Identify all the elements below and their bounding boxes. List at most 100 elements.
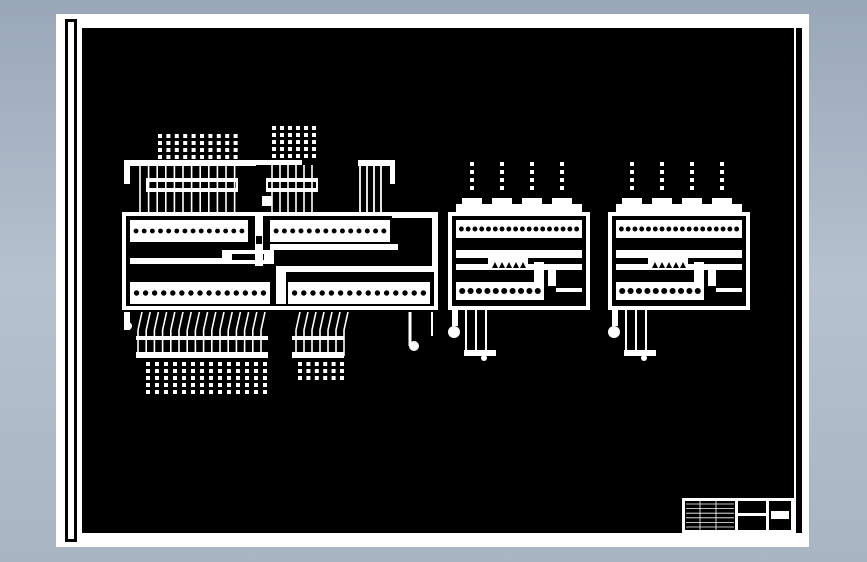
terminal-screw: [318, 289, 326, 297]
label-glyph: [304, 133, 308, 137]
label-glyph: [208, 141, 213, 145]
expansion-module-1: [448, 162, 590, 361]
terminal-screw: [659, 226, 665, 232]
terminal-screw: [222, 227, 230, 235]
label-glyph: [298, 362, 302, 366]
label-glyph: [720, 162, 724, 166]
terminal-screw: [214, 227, 221, 235]
led-row: [648, 258, 688, 268]
terminal-screw: [734, 226, 740, 232]
label-glyph: [191, 390, 195, 394]
label-glyph: [182, 376, 186, 380]
label-glyph: [500, 178, 504, 182]
label-glyph: [158, 134, 162, 138]
label-glyph: [233, 155, 238, 159]
wire-drop: [124, 160, 130, 184]
label-glyph: [218, 376, 222, 380]
terminal-screw: [506, 226, 512, 232]
wire: [343, 311, 349, 331]
label-glyph: [304, 147, 308, 151]
connector: [522, 198, 542, 208]
wire: [194, 311, 201, 331]
label-glyph: [560, 186, 564, 190]
label-glyph: [272, 126, 276, 130]
connector-row: [456, 204, 582, 212]
wire: [335, 311, 341, 331]
label-glyph: [183, 155, 188, 159]
indicator-led: [506, 262, 512, 268]
terminal-screw: [644, 287, 651, 295]
terminal-screw: [475, 287, 483, 295]
label-glyph: [182, 369, 186, 373]
label-glyph: [280, 126, 284, 130]
connector: [622, 198, 642, 208]
wire-drop: [390, 160, 395, 184]
terminal-screw: [666, 226, 672, 232]
label-glyph: [470, 170, 474, 174]
label-glyph: [174, 155, 179, 159]
label-glyph: [254, 369, 258, 373]
label-glyph: [470, 162, 474, 166]
wire: [186, 311, 192, 331]
label-glyph: [245, 383, 249, 387]
terminal-screw: [132, 227, 140, 235]
terminal-screw: [519, 226, 525, 232]
terminal-screw: [380, 227, 388, 235]
wire: [178, 311, 184, 331]
terminal-lug: [481, 355, 487, 361]
label-glyph: [331, 362, 336, 366]
label-glyph: [306, 376, 311, 380]
label-glyph: [323, 362, 328, 366]
label-glyph: [209, 369, 213, 373]
label-glyph: [298, 369, 302, 373]
indicator-led: [659, 262, 665, 268]
label-glyph: [191, 148, 196, 152]
terminal-screw: [223, 289, 231, 297]
label-glyph: [146, 383, 150, 387]
gap: [616, 240, 742, 246]
terminal-screw: [492, 226, 498, 232]
wire: [303, 311, 309, 331]
wire: [327, 311, 333, 331]
terminal-screw: [553, 226, 559, 232]
label-glyph: [191, 376, 195, 380]
terminal-screw: [627, 287, 634, 295]
label-glyph: [191, 369, 195, 373]
terminal-screw: [214, 289, 222, 297]
terminal-lug: [608, 326, 620, 338]
label-glyph: [200, 390, 204, 394]
label-glyph: [146, 390, 150, 394]
title-block-grid: [686, 501, 734, 530]
label-glyph: [174, 148, 179, 152]
wire: [319, 311, 325, 331]
label-glyph: [660, 162, 664, 166]
label-glyph: [630, 162, 634, 166]
label-glyph: [560, 162, 564, 166]
label-glyph: [182, 383, 186, 387]
relay: [534, 262, 544, 286]
label-glyph: [166, 134, 171, 138]
main-bottom-wires: [124, 311, 433, 358]
terminal-screw: [618, 226, 624, 232]
terminal-screw: [322, 227, 330, 235]
terminal-screw: [280, 227, 288, 235]
label-glyph: [200, 155, 204, 159]
terminal-screw: [272, 227, 280, 235]
label-glyph: [191, 141, 196, 145]
label-glyph: [208, 155, 213, 159]
label-glyph: [236, 383, 240, 387]
terminal-lug: [262, 196, 272, 206]
terminal-screw: [472, 226, 478, 232]
label-glyph: [312, 126, 316, 130]
label-glyph: [245, 390, 249, 394]
label-glyph: [630, 170, 634, 174]
wire: [252, 311, 258, 331]
terminal-screw: [305, 227, 313, 235]
label-glyph: [530, 186, 534, 190]
terminal-screw: [205, 289, 213, 297]
terminal-screw: [297, 227, 305, 235]
terminal-screw: [132, 289, 141, 297]
terminal-lug: [641, 355, 647, 361]
label-glyph: [227, 362, 231, 366]
